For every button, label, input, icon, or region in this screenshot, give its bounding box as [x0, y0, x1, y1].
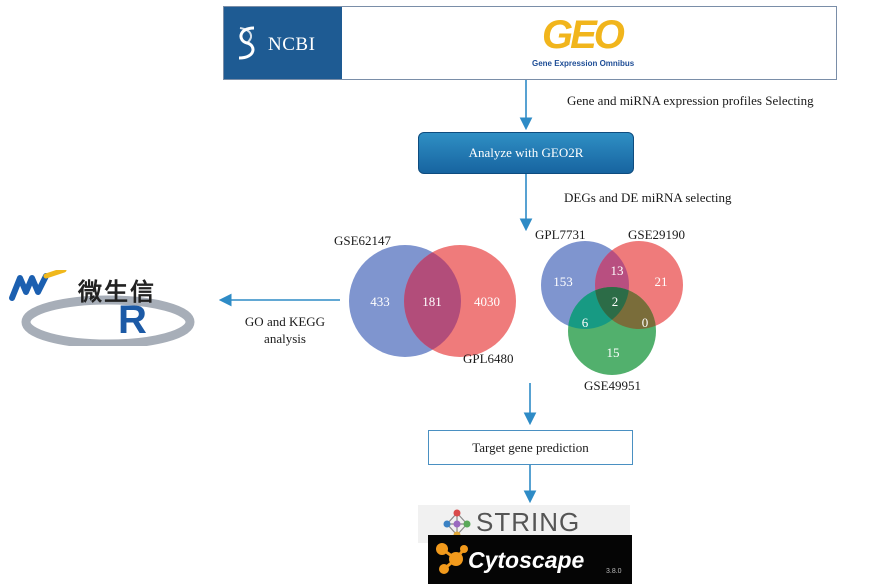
geo-subtitle: Gene Expression Omnibus	[532, 59, 635, 68]
venn-three-bc-count: 0	[642, 315, 649, 330]
venn-two-only-a: 433	[370, 294, 390, 309]
venn-three-label-b: GSE29190	[628, 227, 686, 242]
venn-three-only-a: 153	[553, 274, 573, 289]
go-kegg-note-line2: analysis	[264, 331, 306, 346]
venn-three-label-c: GSE49951	[584, 378, 642, 393]
venn-two-only-b: 4030	[474, 294, 500, 309]
geo-logo: GEO	[542, 13, 625, 57]
go-kegg-note-line1: GO and KEGG	[244, 314, 326, 329]
venn-three-abc-count: 2	[612, 294, 619, 309]
step1-note: Gene and miRNA expression profiles Selec…	[567, 93, 814, 108]
step2-note: DEGs and DE miRNA selecting	[564, 190, 732, 205]
venn-two-overlap-count: 181	[422, 294, 442, 309]
venn-two-set: 433 181 4030	[349, 245, 516, 357]
string-label: STRING	[476, 507, 581, 537]
venn-three-ac	[568, 287, 629, 329]
venn-three-only-c: 15	[607, 345, 620, 360]
venn-three-label-a: GPL7731	[535, 227, 586, 242]
ncbi-geo-banner: NCBI GEO Gene Expression Omnibus	[223, 6, 837, 80]
venn-three-bc	[595, 287, 656, 329]
ncbi-label: NCBI	[268, 34, 316, 55]
venn-two-label-b: GPL6480	[463, 351, 514, 366]
venn-two-overlap	[404, 245, 461, 357]
weishengxin-r-graphic	[9, 270, 195, 346]
venn-three-ac-count: 6	[582, 315, 589, 330]
cytoscape-version: 3.8.0	[606, 568, 622, 575]
geo2r-box: Analyze with GEO2R	[418, 132, 634, 174]
r-logo: R	[118, 298, 147, 342]
cytoscape-network-icon	[436, 543, 468, 574]
venn-two-label-a: GSE62147	[334, 233, 392, 248]
go-kegg-note: GO and KEGG analysis	[240, 313, 330, 347]
venn-three-ab-count: 13	[611, 263, 624, 278]
venn-three-set: 153 13 21 2 6 0 15	[541, 241, 683, 375]
ncbi-helix-icon	[238, 26, 255, 60]
cytoscape-label: Cytoscape	[468, 547, 585, 573]
cytoscape-logo: Cytoscape 3.8.0	[428, 535, 632, 584]
target-prediction-box: Target gene prediction	[428, 430, 633, 465]
weishengxin-label: 微生信	[78, 278, 156, 306]
ncbi-logo: NCBI	[224, 7, 342, 79]
venn-three-only-b: 21	[655, 274, 668, 289]
weishengxin-r-logo: 微生信 R	[8, 270, 212, 346]
